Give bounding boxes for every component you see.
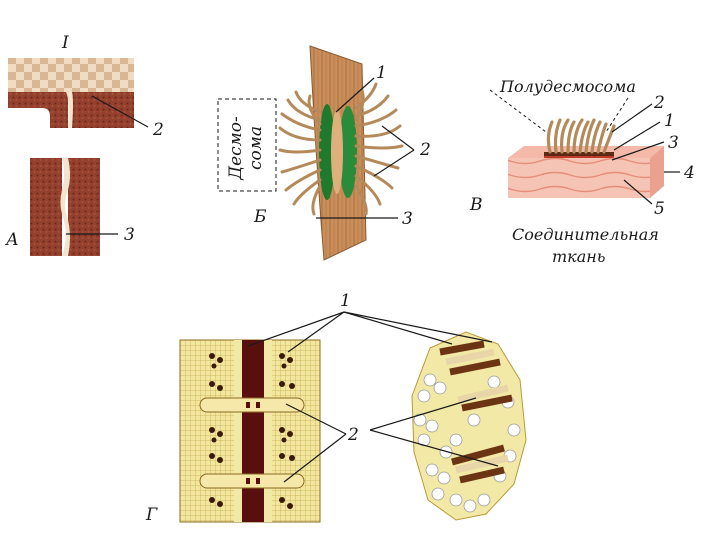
- panel-b-label-1: 1: [376, 63, 387, 83]
- desmosome-title-line2: сома: [246, 126, 266, 170]
- panel-g-label-1: 1: [340, 291, 351, 311]
- connective-tissue-front: [508, 158, 650, 198]
- panel-v-leader-2: [612, 104, 652, 132]
- panel-a-label-3: 3: [124, 225, 135, 245]
- panel-v-label-1: 1: [664, 111, 675, 131]
- panel-b-label-3: 3: [402, 209, 413, 229]
- panel-a-lower-left-cell: [30, 158, 62, 256]
- panel-a-upper-epithelium: [8, 58, 134, 94]
- panel-a-label-2: 2: [152, 120, 164, 140]
- panel-v-label-2: 2: [653, 93, 665, 113]
- hemidesmosome-title-dash-left: [490, 90, 546, 132]
- panel-v-label-3: 3: [668, 133, 679, 153]
- desmosome-title-line1: Десмо-: [226, 116, 246, 181]
- panel-g-leader-1d: [344, 312, 492, 342]
- panel-a-upper-right-cell: [72, 92, 134, 128]
- panel-a-upper-left-notch: [8, 108, 50, 128]
- panel-v-letter: В: [469, 195, 483, 215]
- connective-tissue-caption-line1: Соединительная: [512, 225, 659, 244]
- panel-b-label-2: 2: [419, 140, 431, 160]
- panel-b-letter: Б: [253, 207, 267, 227]
- hemidesmosome-title-dash-right: [606, 98, 628, 132]
- gap-junction-gap-band: [242, 340, 264, 522]
- gap-junction-left-membrane: [234, 340, 242, 522]
- connective-tissue-caption-line2: ткань: [552, 247, 606, 266]
- panel-g-label-2: 2: [347, 425, 359, 445]
- desmosome-filaments-left: [280, 92, 320, 214]
- panel-a-roman-label: I: [61, 33, 69, 53]
- panel-g: 1 2 Г: [145, 291, 526, 525]
- panel-a-letter: А: [5, 230, 19, 250]
- panel-a: I 2 3 А: [5, 33, 164, 256]
- panel-a-lower-right-cell: [68, 158, 100, 256]
- hemidesmosome-plaque-edge: [544, 156, 614, 158]
- hemidesmosome-title: Полудесмосома: [499, 77, 636, 96]
- panel-g-leader-1c: [344, 312, 452, 344]
- panel-v-label-5: 5: [654, 199, 665, 219]
- gap-junction-right-membrane: [264, 340, 272, 522]
- panel-g-letter: Г: [145, 505, 158, 525]
- panel-v-label-4: 4: [683, 163, 695, 183]
- panel-v: Полудесмосома 2 1 3 4 5 В Соединительная…: [469, 77, 695, 266]
- panel-b: Десмо- сома 1 2 3: [218, 46, 431, 260]
- desmosome-core: [331, 110, 343, 194]
